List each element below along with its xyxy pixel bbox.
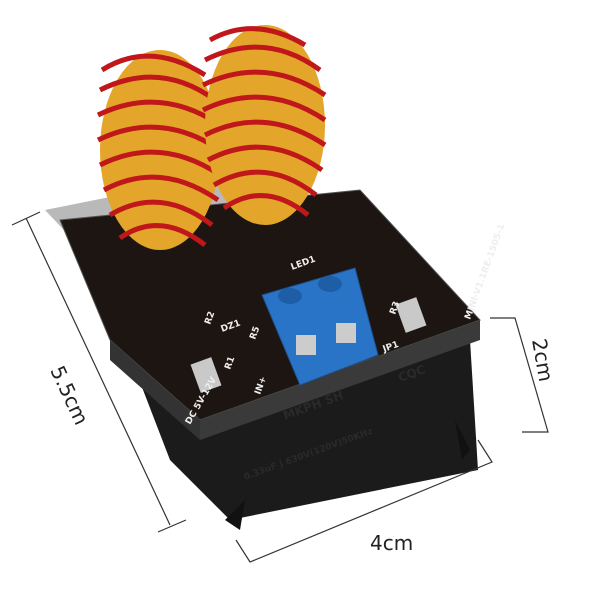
- height-dimension-label: 5.5cm: [45, 362, 93, 429]
- ref-r1: R1: [223, 355, 237, 371]
- screw-icon: [318, 276, 342, 292]
- ref-r3: R3: [388, 300, 402, 316]
- ref-r5: R5: [248, 325, 262, 341]
- resistor-r1: [190, 357, 222, 393]
- resistor-r3: [395, 297, 427, 333]
- pcb-edge-front: [200, 320, 480, 440]
- capacitor-leg: [455, 420, 470, 460]
- pcb-edge-left: [110, 340, 200, 440]
- dimension-lines: [11, 211, 549, 563]
- screw-terminal: [261, 267, 379, 386]
- toroid-coil-right: [201, 25, 327, 225]
- capacitor-leg: [225, 500, 245, 530]
- ref-r2: R2: [203, 310, 217, 326]
- width-dimension-label: 4cm: [370, 531, 413, 555]
- toroid-coil-left: [96, 50, 222, 250]
- model-label: MINI-V1.1RE-1505-1: [463, 223, 507, 321]
- screw-icon: [278, 288, 302, 304]
